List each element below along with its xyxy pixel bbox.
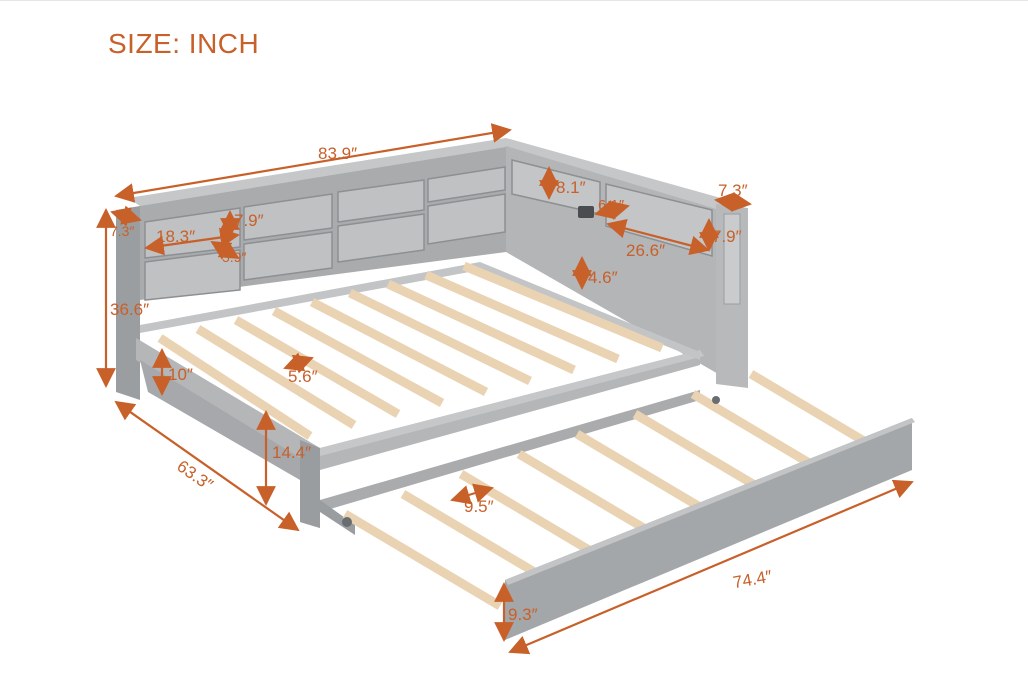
left-post: [116, 206, 140, 400]
slat: [424, 270, 620, 364]
trundle: [320, 370, 915, 640]
label-rail-height: 10″: [168, 365, 193, 384]
slat: [309, 298, 489, 396]
label-overall-height: 36.6″: [110, 300, 149, 319]
trundle-front-panel: [505, 418, 912, 640]
trundle-front-panel-top: [505, 418, 915, 585]
label-trundle-slat-gap: 9.5″: [464, 497, 494, 516]
trundle-caster: [712, 396, 720, 404]
dim-line-slat-gap: [283, 352, 314, 374]
main-slats: [157, 261, 664, 440]
label-slat-gap: 5.6″: [288, 367, 318, 386]
label-floor-clearance: 14.4″: [272, 443, 311, 462]
dim-line-bed-depth: [114, 400, 300, 532]
label-shelf-height: 7.9″: [234, 211, 264, 230]
slat: [195, 325, 357, 429]
dim-line-post-width-right: [714, 192, 752, 212]
slat: [462, 261, 664, 353]
slat: [348, 288, 532, 386]
label-shelf-depth: 5.9″: [222, 249, 246, 265]
foot-post: [300, 440, 320, 528]
dim-line-shelf-depth: [210, 240, 240, 260]
right-post-panel: [723, 213, 741, 305]
label-trundle-length: 74.4″: [732, 567, 774, 593]
dim-line-headboard-length: [114, 123, 512, 203]
slat: [342, 510, 503, 610]
label-post-width-right: 7.3″: [718, 181, 748, 200]
label-side-shelf-height: 7.9″: [712, 227, 742, 246]
label-slat-to-top: 4.6″: [588, 268, 618, 287]
top-divider: [0, 0, 1028, 1]
label-bed-depth: 63.3″: [173, 457, 216, 495]
dim-line-side-shelf-width: [606, 218, 710, 256]
trundle-caster: [342, 517, 352, 527]
slat: [271, 307, 445, 407]
label-side-shelf-width: 26.6″: [626, 241, 665, 260]
page-title: SIZE: INCH: [108, 28, 260, 59]
label-headboard-length: 83.9″: [318, 144, 357, 163]
label-outlet-width: 6.1″: [598, 197, 625, 214]
dim-line-trundle-length: [508, 479, 914, 655]
back-rail: [140, 262, 700, 360]
label-shelf-width: 18.3″: [156, 227, 195, 246]
dim-line-outlet-width: [594, 200, 630, 220]
foot-rail: [320, 350, 704, 456]
usb-outlet: [578, 206, 594, 218]
label-top-shelf-height: 8.1″: [556, 178, 586, 197]
trundle-back-rail: [320, 390, 700, 512]
slat: [233, 316, 401, 418]
dim-line-trundle-slat-gap: [450, 483, 494, 505]
side-headboard-top: [506, 138, 728, 210]
dim-line-post-width-left: [110, 205, 142, 227]
label-trundle-height: 9.3″: [508, 605, 538, 624]
slat: [386, 279, 576, 375]
label-post-width-left: 7.3″: [110, 223, 134, 239]
dimension-annotations: [96, 123, 914, 655]
